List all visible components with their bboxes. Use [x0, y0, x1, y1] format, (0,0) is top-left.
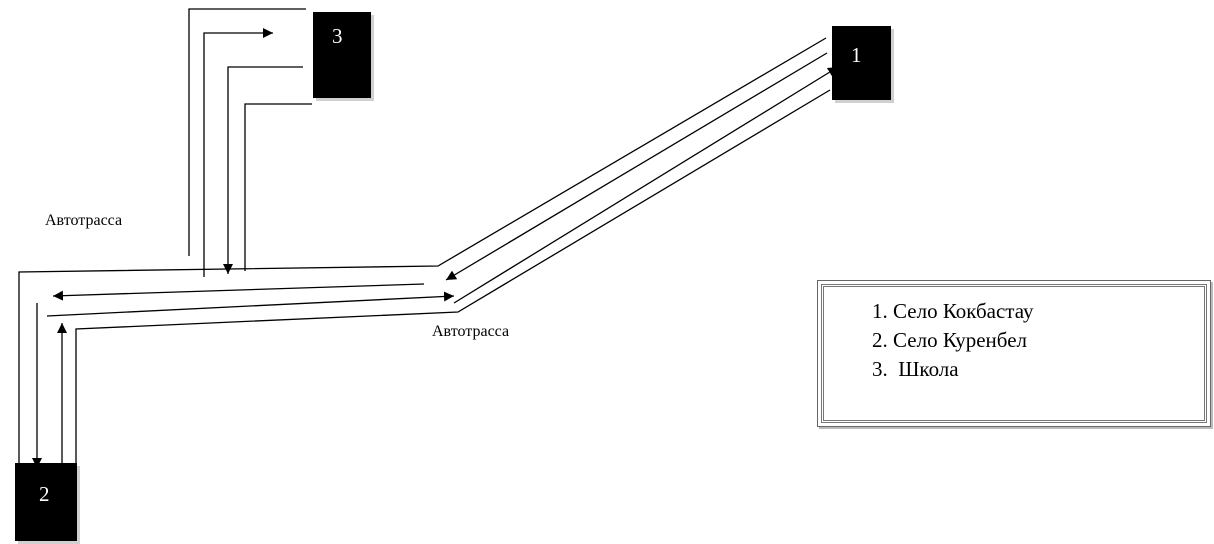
road-edge-inner-3	[244, 103, 312, 271]
road-label-horizontal: Автотрасса	[432, 323, 510, 340]
lane-to-1	[453, 66, 839, 304]
legend-item-1: 1. Село Кокбастау	[872, 299, 1034, 323]
node-1-box: 1	[832, 26, 891, 100]
legend-list: 1. Село Кокбастау 2. Село Куренбел 3. Шк…	[824, 287, 1204, 384]
lane-to-school	[203, 28, 273, 277]
node-3-box: 3	[313, 12, 371, 98]
lane-from-school	[223, 66, 303, 274]
lane-to-junction	[46, 291, 455, 317]
road-label-vertical: Автотрасса	[45, 212, 123, 229]
node-3-label: 3	[332, 24, 343, 48]
node-2-label: 2	[39, 482, 50, 506]
road-edge-lower	[75, 89, 831, 464]
road-edge-upper	[18, 37, 827, 464]
legend-box: 1. Село Кокбастау 2. Село Куренбел 3. Шк…	[817, 280, 1211, 427]
legend-inner-frame: 1. Село Кокбастау 2. Село Куренбел 3. Шк…	[821, 284, 1207, 423]
node-2-box: 2	[15, 463, 77, 541]
node-1-label: 1	[851, 43, 862, 67]
legend-item-2: 2. Село Куренбел	[872, 328, 1028, 352]
legend-item-3: 3. Школа	[872, 357, 959, 381]
lane-from-1-west	[445, 52, 828, 281]
road-edge-outer-top	[188, 8, 306, 256]
lane-to-2	[52, 283, 425, 301]
